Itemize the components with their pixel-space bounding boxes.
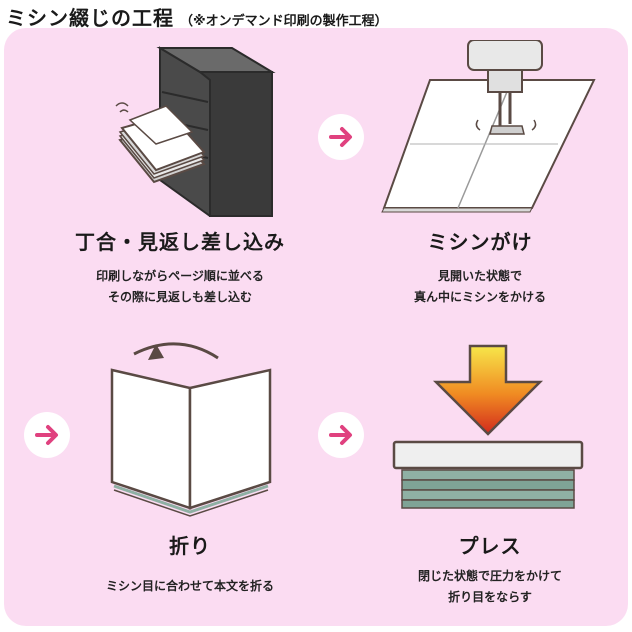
step3-desc-line1: ミシン目に合わせて本文を折る (105, 579, 274, 593)
title-main: ミシン綴じの工程 (6, 6, 174, 30)
step4-desc-line2: 折り目をならす (448, 590, 532, 604)
step1-desc-line1: 印刷しながらページ順に並べる (96, 269, 264, 283)
press-illustration (392, 344, 584, 509)
sewing-machine-illustration (381, 40, 596, 213)
step1-description: 印刷しながらページ順に並べる その際に見返しも差し込む (40, 266, 320, 308)
arrow-step2 (318, 114, 364, 160)
step4-description: 閉じた状態で圧力をかけて 折り目をならす (370, 566, 610, 608)
step2-description: 見開いた状態で 真ん中にミシンをかける (360, 266, 600, 308)
right-arrow-icon (35, 425, 58, 445)
folding-illustration (110, 342, 272, 517)
arrow-step3 (24, 412, 70, 458)
step3-label: 折り (169, 534, 211, 558)
step3-description: ミシン目に合わせて本文を折る (60, 576, 320, 597)
arrow-step4 (318, 412, 364, 458)
step2-label: ミシンがけ (427, 230, 533, 254)
right-arrow-icon (329, 127, 352, 147)
step1-label: 丁合・見返し差し込み (75, 230, 285, 254)
right-arrow-icon (329, 425, 352, 445)
step4-label: プレス (458, 534, 522, 558)
step2-desc-line2: 真ん中にミシンをかける (413, 290, 546, 304)
step4-desc-line1: 閉じた状態で圧力をかけて (417, 569, 562, 583)
title-subtitle: （※オンデマンド印刷の製作工程） (180, 14, 388, 29)
page-title: ミシン綴じの工程 （※オンデマンド印刷の製作工程） (6, 2, 388, 30)
step2-desc-line1: 見開いた状態で (437, 269, 522, 283)
step1-desc-line2: その際に見返しも差し込む (107, 290, 252, 304)
collating-machine-illustration (115, 46, 276, 217)
